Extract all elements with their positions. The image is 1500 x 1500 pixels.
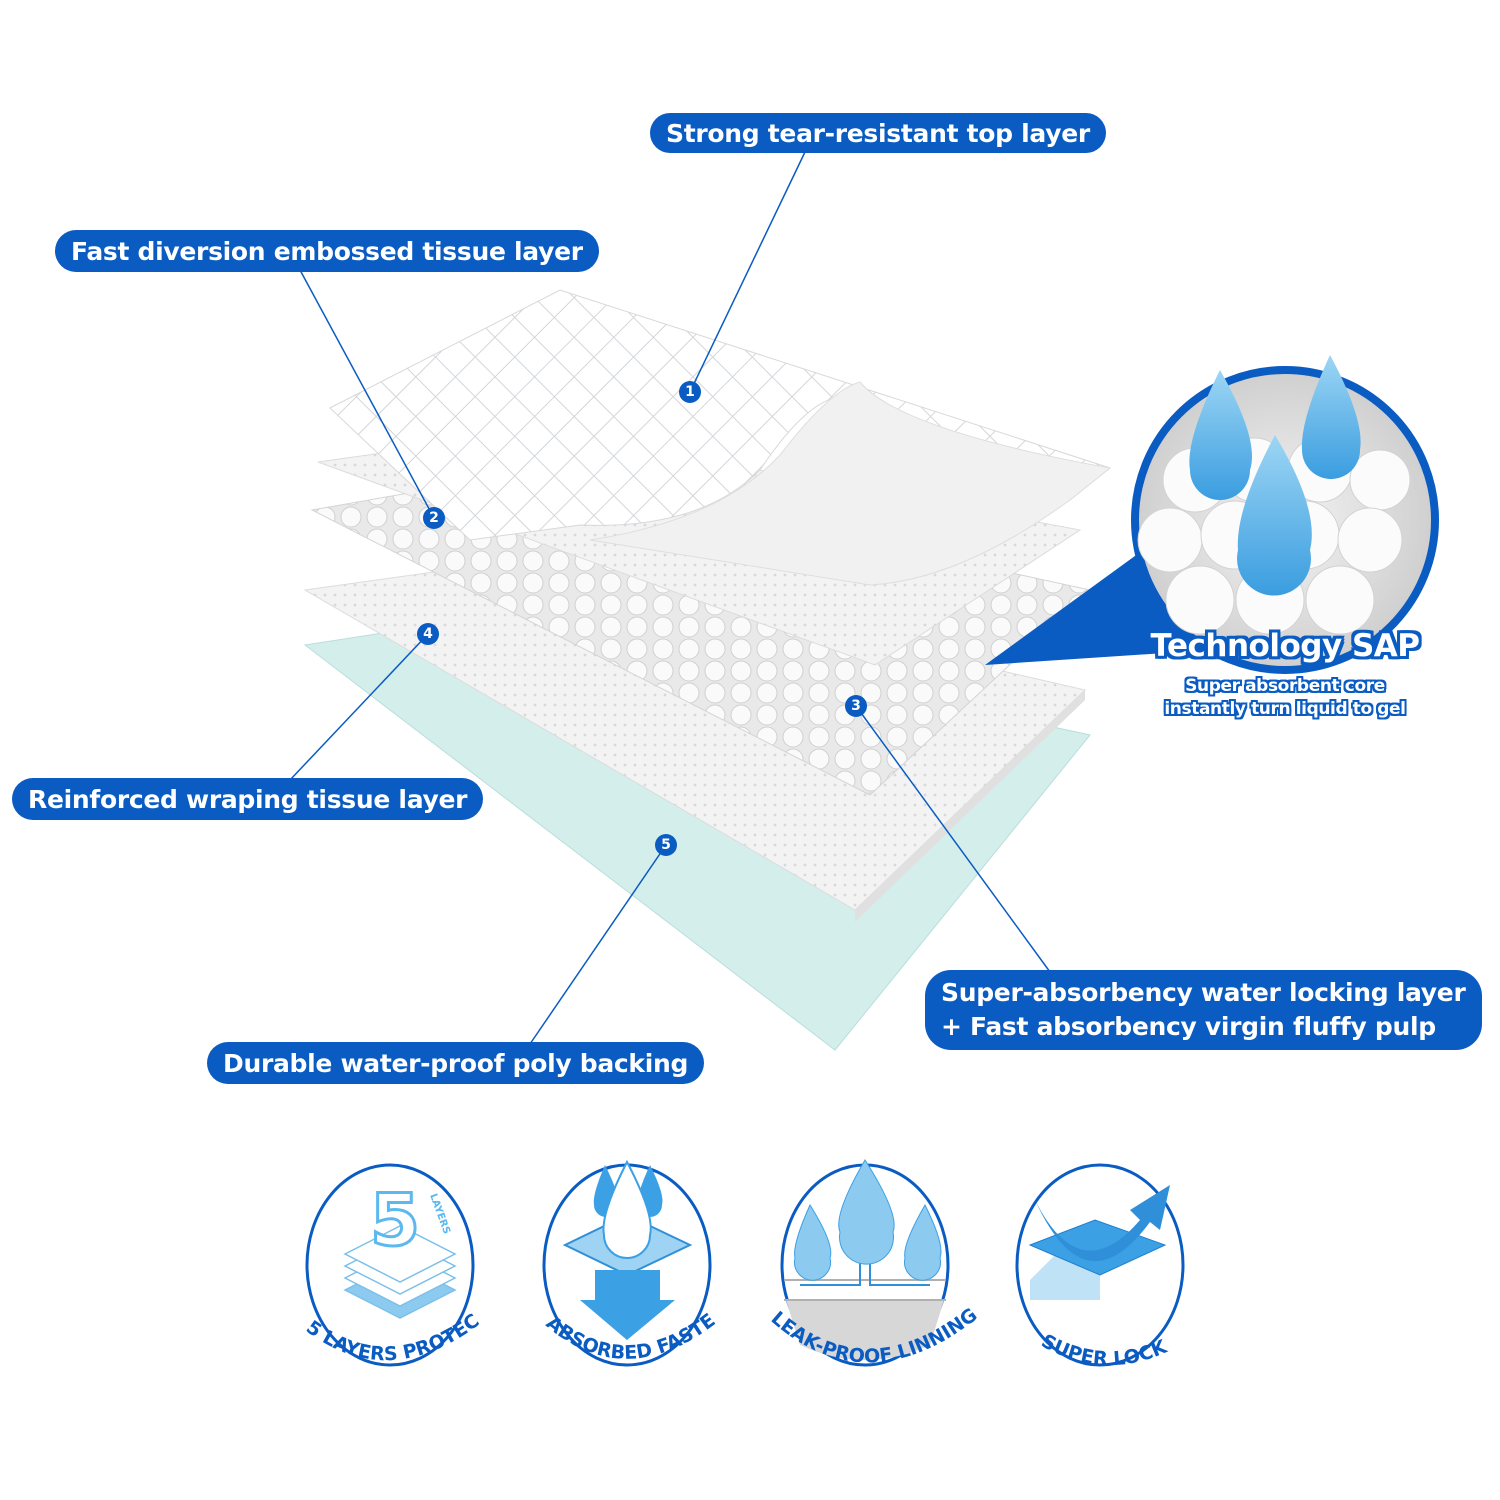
callout-text: Fast diversion embossed tissue layer	[71, 236, 583, 266]
callout-top-layer: Strong tear-resistant top layer	[650, 113, 1106, 153]
marker-2: 2	[423, 507, 445, 529]
marker-5: 5	[655, 834, 677, 856]
callout-wrapping-layer: Reinforced wraping tissue layer	[12, 778, 484, 820]
callout-text: + Fast absorbency virgin fluffy pulp	[941, 1012, 1436, 1041]
sap-line-2: instantly turn liquid to gel	[1164, 699, 1406, 719]
callout-embossed-layer: Fast diversion embossed tissue layer	[55, 230, 599, 272]
callout-text: Super-absorbency water locking layer	[941, 978, 1466, 1007]
callout-backing-layer: Durable water-proof poly backing	[207, 1042, 705, 1084]
water-drop-icon	[1189, 370, 1252, 500]
absorb-icon	[562, 1159, 693, 1340]
water-drop-icon	[1301, 355, 1361, 479]
callout-text: Reinforced wraping tissue layer	[28, 784, 468, 814]
leader-lines	[289, 151, 1051, 1045]
svg-text:5: 5	[370, 1178, 420, 1262]
leak-proof-icon	[784, 1159, 946, 1360]
water-drop-icon	[1237, 435, 1312, 596]
callout-core-layer: Super-absorbency water locking layer + F…	[925, 970, 1482, 1050]
marker-3: 3	[845, 695, 867, 717]
sap-line-1: Super absorbent core	[1185, 676, 1385, 696]
marker-4: 4	[417, 623, 439, 645]
sap-title: Technology SAP	[1150, 628, 1420, 664]
five-layers-icon: 5 LAYERS	[343, 1177, 457, 1319]
feature-label: SUPER LOCK	[1038, 1330, 1171, 1370]
callout-text: Strong tear-resistant top layer	[666, 118, 1090, 148]
super-lock-icon	[1028, 1185, 1170, 1300]
sap-magnifier	[985, 355, 1439, 674]
svg-text:LAYERS: LAYERS	[427, 1192, 452, 1235]
callout-text: Durable water-proof poly backing	[223, 1048, 689, 1078]
feature-icons	[305, 1163, 1185, 1367]
marker-1: 1	[679, 381, 701, 403]
